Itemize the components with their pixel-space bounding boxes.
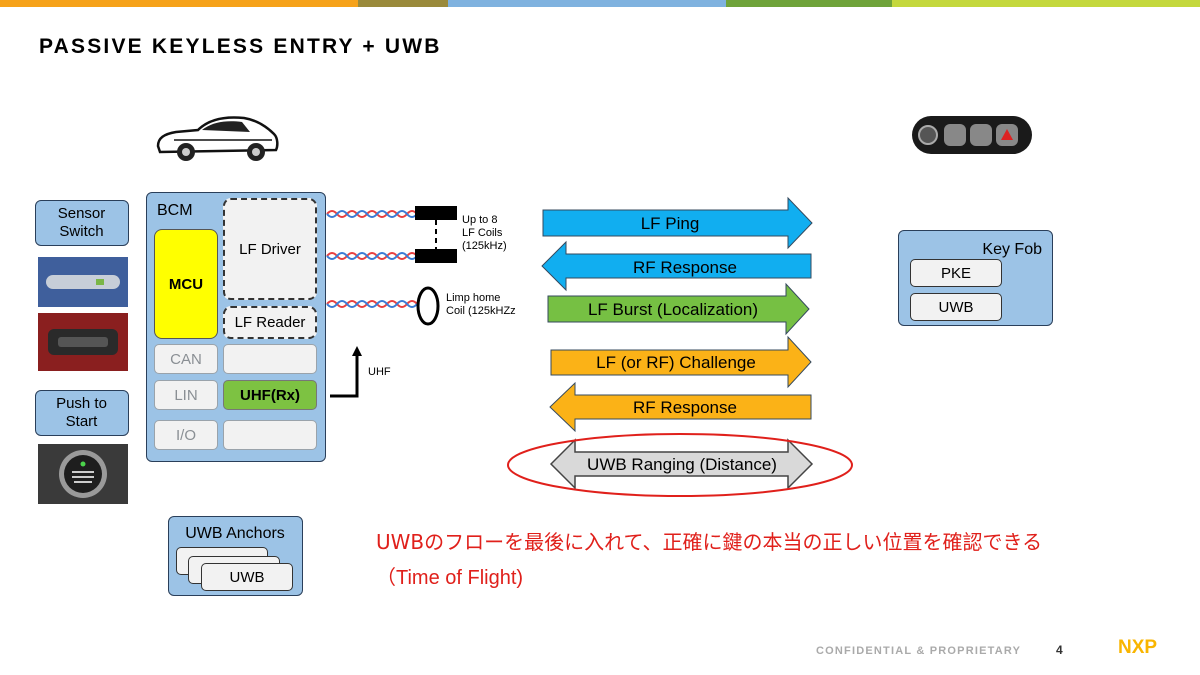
note-line-2: （Time of Flight) xyxy=(376,567,524,589)
antenna-wiring xyxy=(326,206,457,398)
door-handle-photo xyxy=(38,257,128,307)
arrow-uwb-ranging xyxy=(549,438,814,490)
msg-rf-response-2: RF Response xyxy=(633,398,737,417)
mcu-block: MCU xyxy=(154,229,218,339)
arrow-lf-ping xyxy=(542,196,813,250)
lf-reader-block: LF Reader xyxy=(223,306,317,339)
lf-driver-block: LF Driver xyxy=(223,198,317,300)
color-bar-segment-5 xyxy=(892,0,1200,7)
color-bar-segment-4 xyxy=(726,0,892,7)
key-fob-label: Key Fob xyxy=(982,241,1042,258)
sensor-switch-box: Sensor Switch xyxy=(35,200,129,246)
slide-title: PASSIVE KEYLESS ENTRY + UWB xyxy=(39,35,442,58)
push-to-start-label: Push to Start xyxy=(56,395,107,430)
msg-uwb-ranging: UWB Ranging (Distance) xyxy=(587,455,777,474)
limp-home-note: Limp home Coil (125kHZz xyxy=(446,292,516,317)
lf-coils-note: Up to 8 LF Coils (125kHz) xyxy=(462,214,507,252)
arrow-rf-response-1 xyxy=(541,240,812,292)
msg-rf-response-1: RF Response xyxy=(633,258,737,277)
color-bar-segment-1 xyxy=(0,0,358,7)
footer-confidential: CONFIDENTIAL & PROPRIETARY xyxy=(816,645,1022,657)
arrow-lf-burst xyxy=(547,282,810,336)
start-stop-button-photo xyxy=(38,444,128,504)
lin-block: LIN xyxy=(154,380,218,410)
msg-lf-burst: LF Burst (Localization) xyxy=(587,300,759,319)
message-arrows xyxy=(541,196,814,490)
car-image xyxy=(156,116,279,161)
note-line-1: UWBのフローを最後に入れて、正確に鍵の本当の正しい位置を確認できる xyxy=(376,530,1043,554)
uhf-label: UHF xyxy=(368,366,391,378)
key-fob-uwb-block: UWB xyxy=(910,293,1002,321)
push-to-start-box: Push to Start xyxy=(35,390,129,436)
tailgate-handle-photo xyxy=(38,313,128,371)
io-block: I/O xyxy=(154,420,218,450)
can-block: CAN xyxy=(154,344,218,374)
empty-block-2 xyxy=(223,420,317,450)
top-color-bar xyxy=(0,0,1200,7)
empty-block-1 xyxy=(223,344,317,374)
msg-lf-ping: LF Ping xyxy=(640,214,700,233)
sensor-switch-label: Sensor Switch xyxy=(57,205,106,240)
key-fob-image xyxy=(912,116,1032,154)
highlight-ellipse xyxy=(507,433,853,497)
page-number: 4 xyxy=(1056,643,1063,657)
uwb-anchors-label: UWB Anchors xyxy=(185,525,285,542)
uhf-rx-block: UHF(Rx) xyxy=(223,380,317,410)
arrow-lf-challenge xyxy=(550,335,812,389)
nxp-logo: NXP xyxy=(1118,637,1157,656)
pke-block: PKE xyxy=(910,259,1002,287)
bcm-label: BCM xyxy=(157,202,193,219)
msg-lf-challenge: LF (or RF) Challenge xyxy=(596,353,756,372)
uwb-anchor-card: UWB xyxy=(201,563,293,591)
nxp-logo-text: NXP xyxy=(1118,637,1157,656)
color-bar-segment-2 xyxy=(358,0,448,7)
arrow-rf-response-2 xyxy=(549,381,812,433)
color-bar-segment-3 xyxy=(448,0,726,7)
